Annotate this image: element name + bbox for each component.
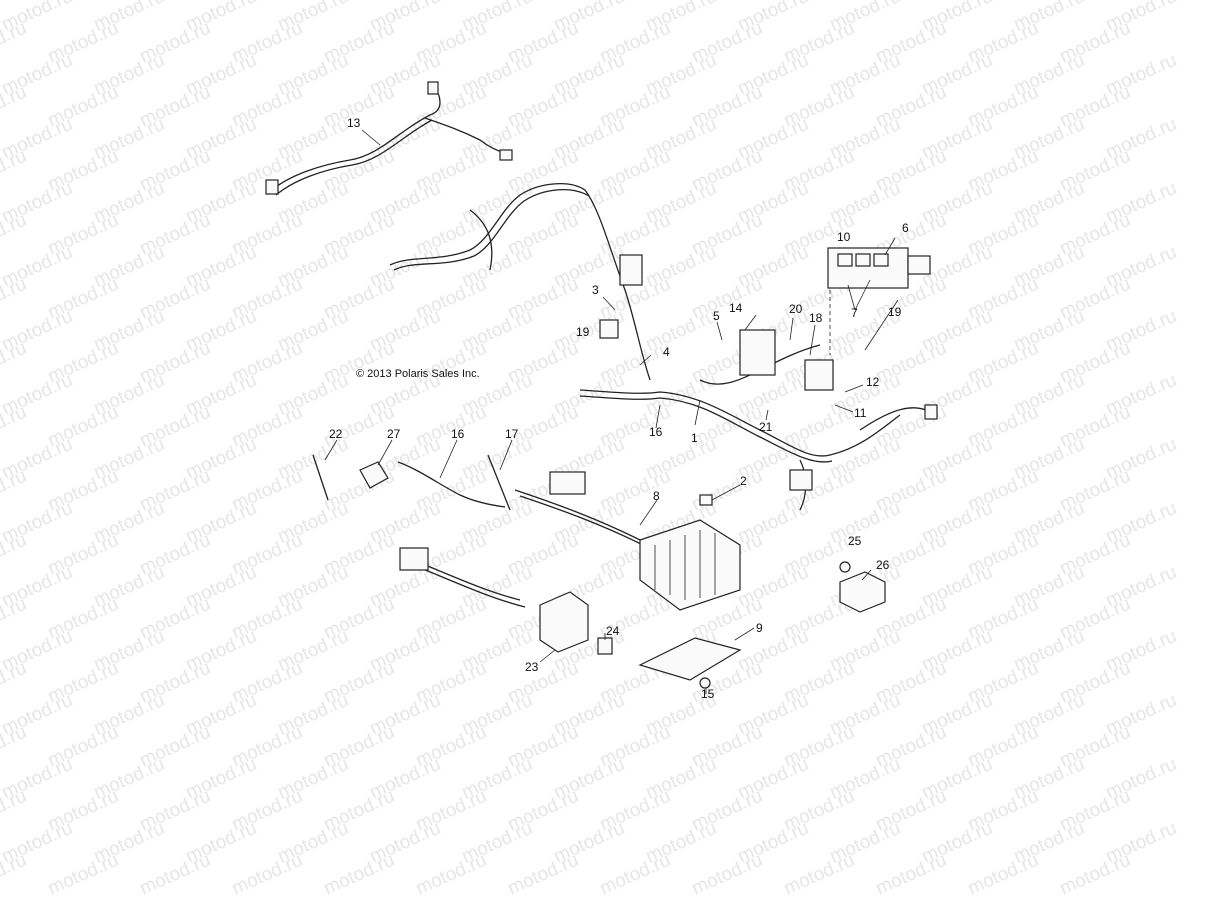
callout-12: 12 (866, 375, 880, 389)
callout-5: 5 (713, 309, 720, 323)
callout-15: 15 (701, 687, 715, 701)
callout-10: 10 (837, 230, 851, 244)
part-8-regulator (514, 471, 741, 611)
part-26-relay (839, 571, 886, 613)
callout-6: 6 (902, 221, 909, 235)
callout-1: 1 (691, 431, 698, 445)
callout-27: 27 (387, 427, 401, 441)
callout-19b: 19 (888, 305, 902, 319)
part-13-harness (265, 81, 513, 196)
copyright-notice: © 2013 Polaris Sales Inc. (356, 368, 480, 380)
callout-7: 7 (851, 306, 858, 320)
callout-3: 3 (592, 283, 599, 297)
callout-25: 25 (848, 534, 862, 548)
callout-14: 14 (729, 301, 743, 315)
fuse-box (827, 247, 931, 355)
callout-16b: 16 (649, 425, 663, 439)
callout-23: 23 (525, 660, 539, 674)
leader-lines (324, 129, 899, 694)
part-9-plate (638, 637, 742, 681)
main-harness (389, 183, 938, 511)
callout-22: 22 (329, 427, 343, 441)
callout-16a: 16 (451, 427, 465, 441)
callout-26: 26 (876, 558, 890, 572)
callout-24: 24 (606, 624, 620, 638)
callout-21: 21 (759, 420, 773, 434)
callout-11: 11 (854, 406, 867, 420)
part-23-box (399, 547, 589, 653)
callout-4: 4 (663, 345, 670, 359)
callout-17: 17 (505, 427, 519, 441)
callout-19a: 19 (576, 325, 590, 339)
callout-2: 2 (740, 474, 747, 488)
callout-18: 18 (809, 311, 823, 325)
callout-20: 20 (789, 302, 803, 316)
callout-labels: 13 3 19 4 14 5 20 18 10 6 7 19 12 11 21 … (329, 116, 909, 701)
callout-9: 9 (756, 621, 763, 635)
callout-13: 13 (347, 116, 361, 130)
callout-8: 8 (653, 489, 660, 503)
